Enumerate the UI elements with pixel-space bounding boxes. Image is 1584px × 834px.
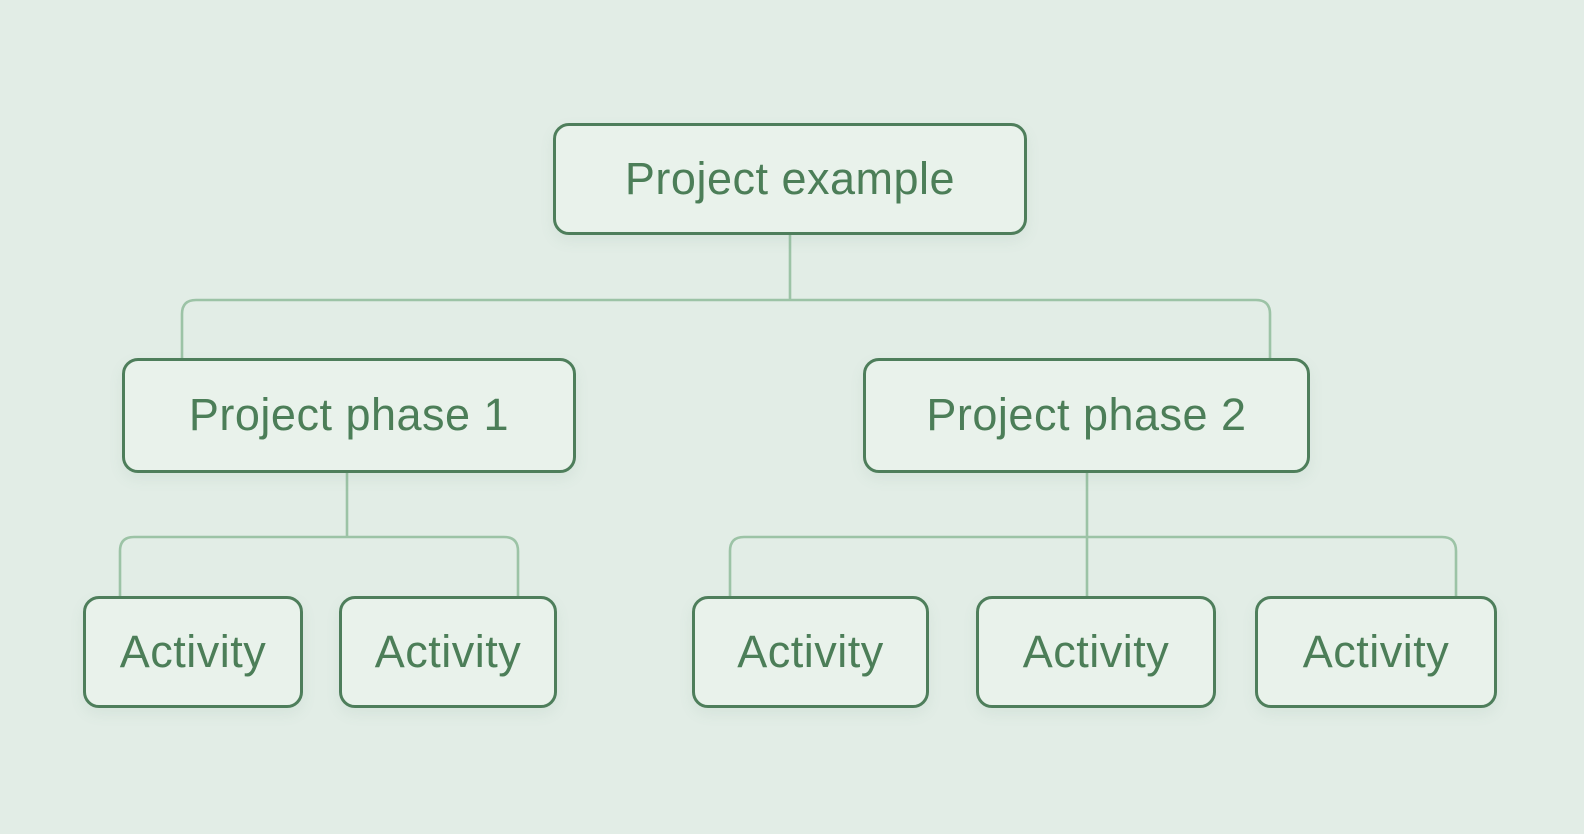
node-activity-5-label: Activity <box>1302 625 1450 677</box>
node-project-phase-2[interactable]: Project phase 2 <box>863 358 1310 473</box>
node-activity-1[interactable]: Activity <box>83 596 303 708</box>
node-activity-5[interactable]: Activity <box>1255 596 1497 708</box>
node-activity-4-label: Activity <box>1022 625 1170 677</box>
node-activity-3[interactable]: Activity <box>692 596 929 708</box>
node-project-example-label: Project example <box>624 152 956 204</box>
node-project-phase-2-label: Project phase 2 <box>926 389 1247 440</box>
node-project-example[interactable]: Project example <box>553 123 1027 235</box>
node-activity-4[interactable]: Activity <box>976 596 1216 708</box>
node-project-phase-1[interactable]: Project phase 1 <box>122 358 576 473</box>
node-project-phase-1-label: Project phase 1 <box>188 389 510 440</box>
connector-phase2-rail <box>728 535 1458 596</box>
connector-phase1-rail <box>118 535 520 596</box>
node-activity-2-label: Activity <box>374 625 522 677</box>
node-activity-2[interactable]: Activity <box>339 596 557 708</box>
node-activity-1-label: Activity <box>119 625 267 677</box>
connector-root-rail <box>180 298 1272 358</box>
node-activity-3-label: Activity <box>737 625 884 677</box>
